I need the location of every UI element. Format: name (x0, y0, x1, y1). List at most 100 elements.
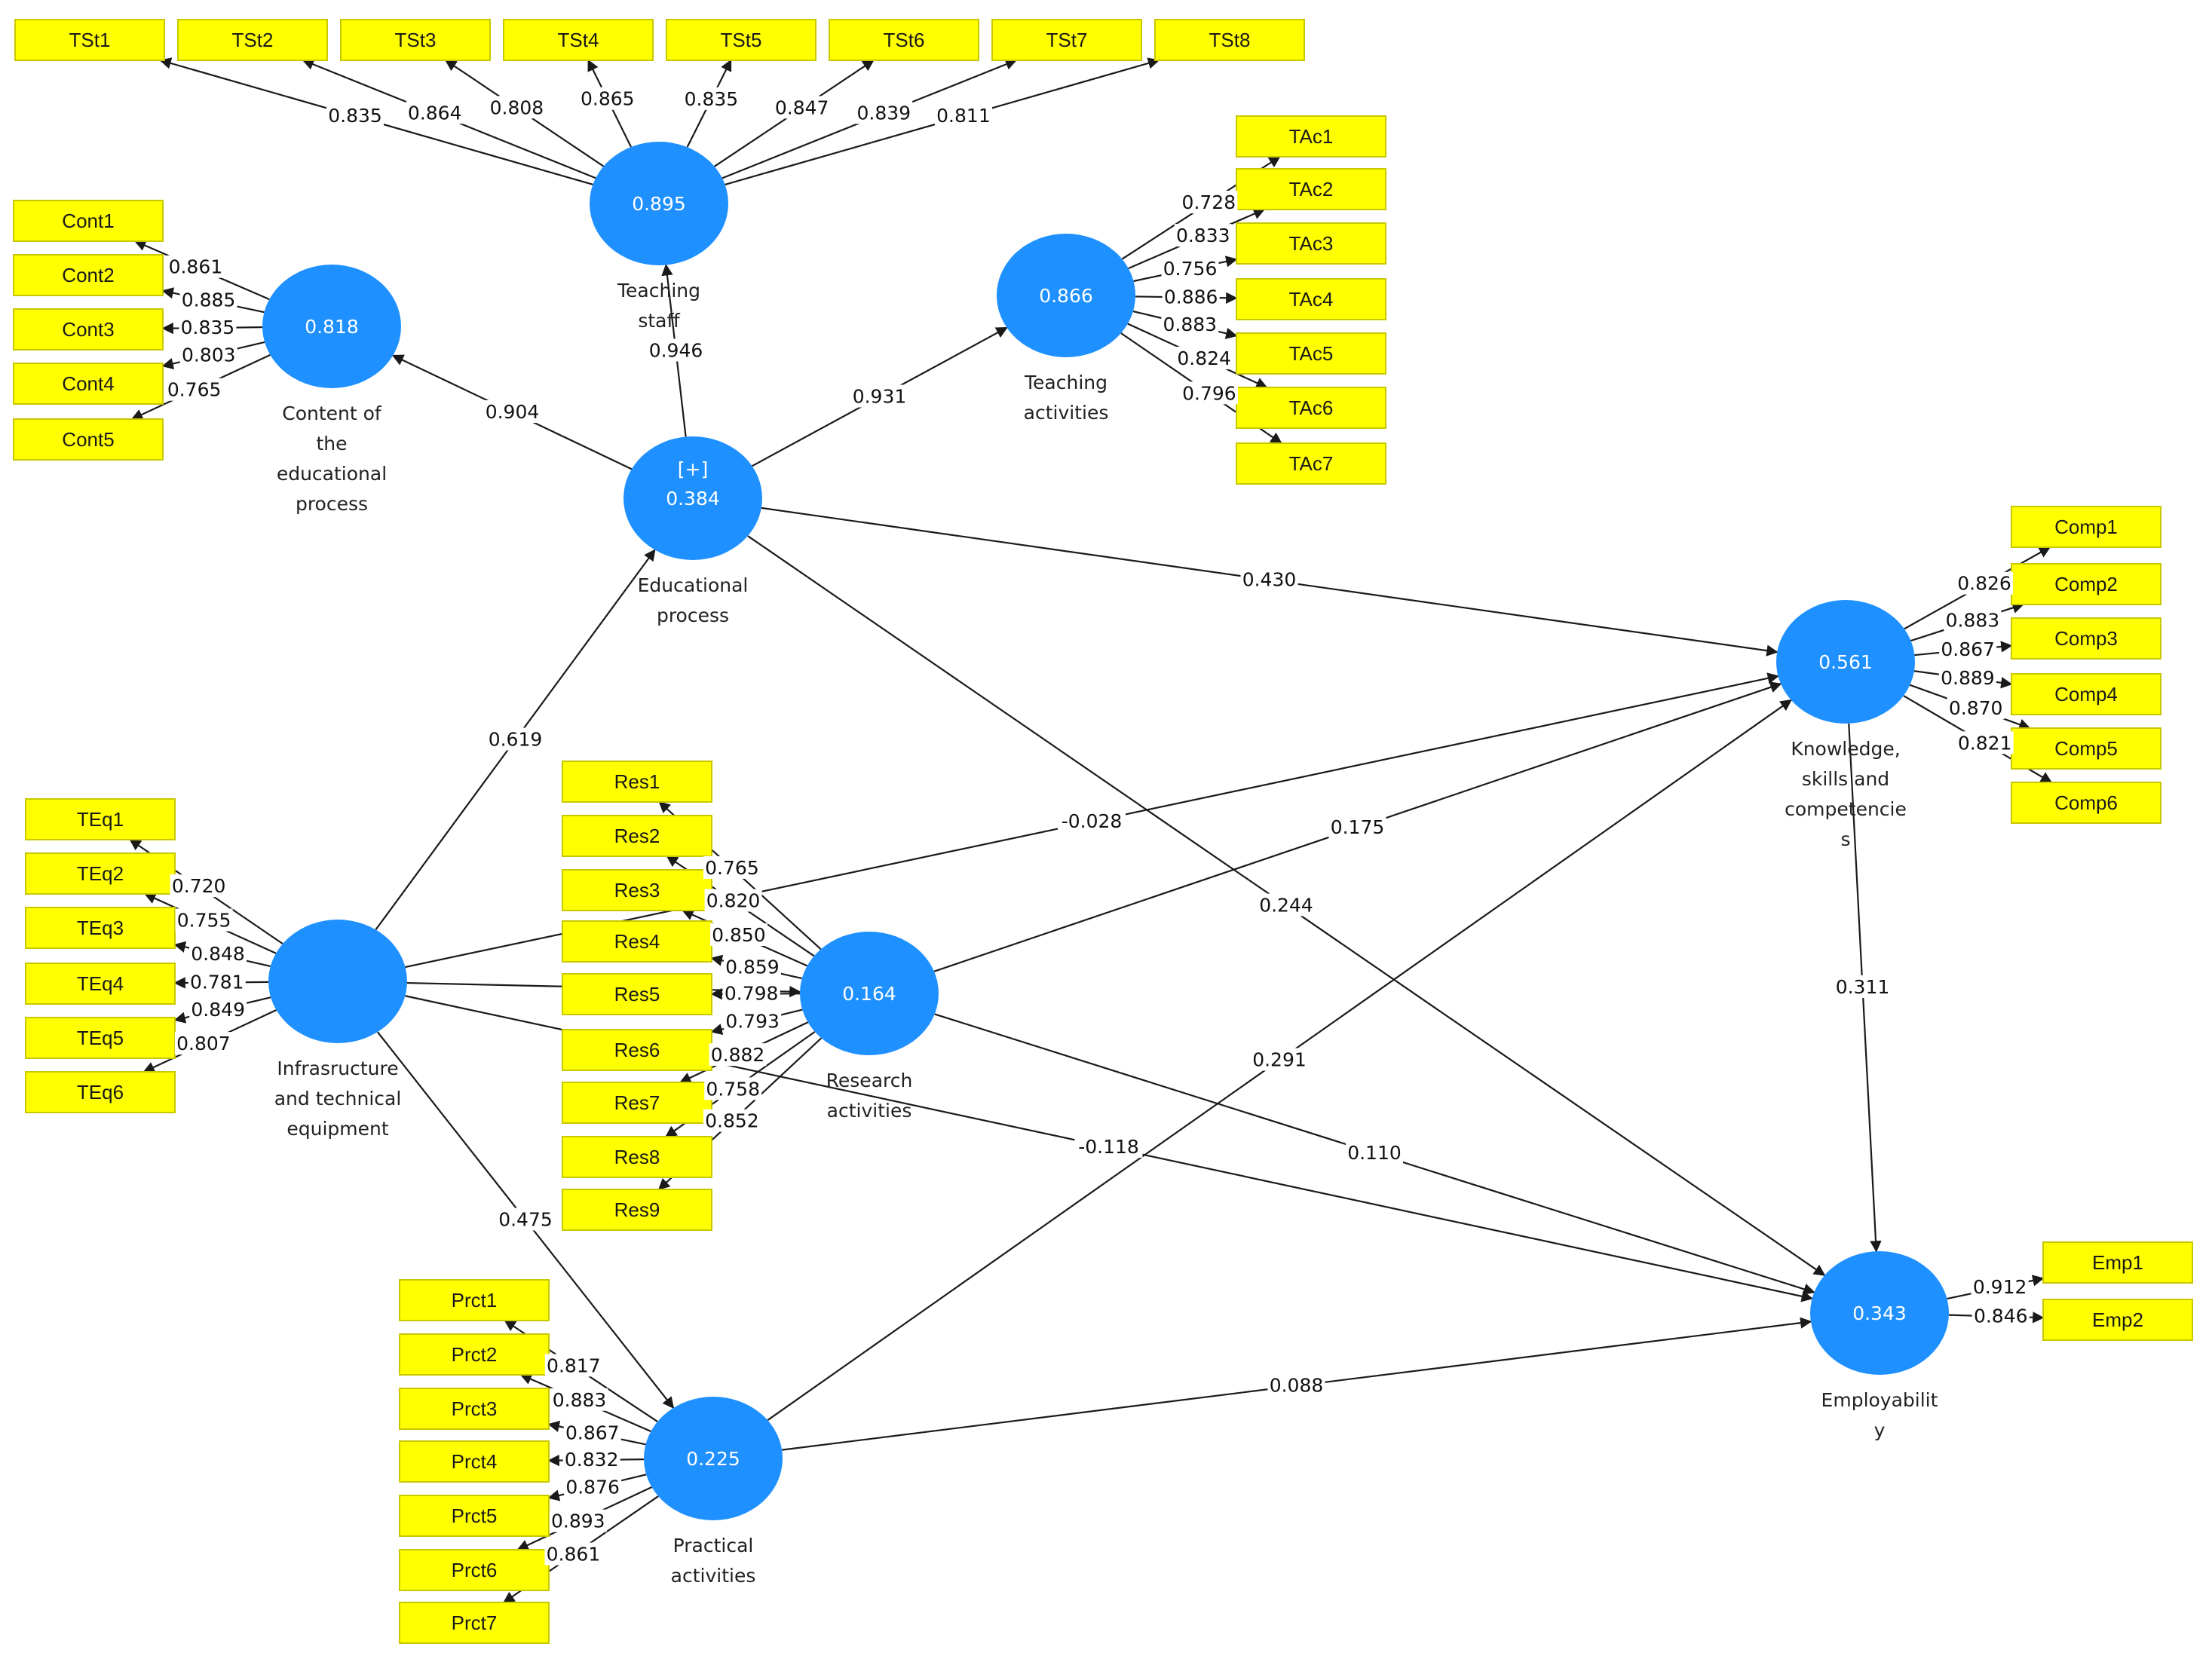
construct-r-squared: 0.164 (842, 983, 896, 1005)
loading-cont1: 0.861 (167, 255, 225, 278)
loading-teq1: 0.720 (170, 874, 228, 898)
path-coefficient-inf-pra: 0.475 (497, 1207, 554, 1231)
indicator-res9[interactable]: Res9 (562, 1189, 712, 1231)
loading-tac5-text: 0.883 (1163, 314, 1218, 335)
loading-tst1: 0.835 (326, 104, 384, 127)
indicator-comp1[interactable]: Comp1 (2011, 506, 2161, 548)
indicator-res4[interactable]: Res4 (562, 920, 712, 963)
construct-r-squared: 0.561 (1818, 651, 1873, 673)
loading-tac2: 0.833 (1174, 224, 1232, 247)
loading-cont3: 0.835 (179, 316, 237, 339)
loading-prct7-text: 0.861 (547, 1544, 601, 1566)
indicator-tst2[interactable]: TSt2 (177, 19, 328, 61)
indicator-tac7[interactable]: TAc7 (1236, 442, 1386, 485)
indicator-prct4[interactable]: Prct4 (399, 1440, 550, 1483)
indicator-label: Emp2 (2092, 1308, 2143, 1331)
indicator-prct5[interactable]: Prct5 (399, 1495, 550, 1537)
indicator-teq2[interactable]: TEq2 (25, 852, 176, 895)
indicator-tst4[interactable]: TSt4 (503, 19, 654, 61)
indicator-teq6[interactable]: TEq6 (25, 1071, 176, 1113)
indicator-tst8[interactable]: TSt8 (1154, 19, 1305, 61)
indicator-res1[interactable]: Res1 (562, 761, 712, 803)
indicator-res5[interactable]: Res5 (562, 973, 712, 1015)
indicator-tst3[interactable]: TSt3 (340, 19, 491, 61)
indicator-label: Cont2 (62, 264, 114, 286)
indicator-comp2[interactable]: Comp2 (2011, 563, 2161, 605)
indicator-tst5[interactable]: TSt5 (666, 19, 816, 61)
indicator-res7[interactable]: Res7 (562, 1082, 712, 1124)
indicator-tac3[interactable]: TAc3 (1236, 222, 1386, 265)
indicator-tac4[interactable]: TAc4 (1236, 278, 1386, 320)
indicator-prct2[interactable]: Prct2 (399, 1333, 550, 1376)
indicator-tst1[interactable]: TSt1 (14, 19, 165, 61)
construct-label-line: Employabilit (1821, 1389, 1938, 1411)
path-coefficient-inf-ep: 0.619 (486, 727, 544, 751)
indicator-res2[interactable]: Res2 (562, 815, 712, 857)
loading-res3: 0.850 (709, 923, 767, 947)
construct-label-line: educational (277, 463, 387, 485)
indicator-tac5[interactable]: TAc5 (1236, 332, 1386, 375)
construct-label-line: staff (638, 310, 680, 332)
indicator-teq3[interactable]: TEq3 (25, 907, 176, 949)
indicator-cont2[interactable]: Cont2 (13, 254, 164, 296)
indicator-res8[interactable]: Res8 (562, 1136, 712, 1178)
construct-ellipse[interactable] (623, 436, 762, 560)
indicator-tac6[interactable]: TAc6 (1236, 387, 1386, 429)
indicator-emp2[interactable]: Emp2 (2042, 1299, 2193, 1341)
indicator-label: TEq2 (77, 862, 124, 885)
loading-teq3-text: 0.848 (191, 943, 245, 965)
construct-label-line: Research (826, 1070, 913, 1091)
indicator-tac2[interactable]: TAc2 (1236, 168, 1386, 210)
construct-ellipse[interactable] (268, 920, 407, 1043)
construct-ellipse[interactable] (262, 265, 401, 388)
indicator-prct6[interactable]: Prct6 (399, 1549, 550, 1591)
indicator-prct3[interactable]: Prct3 (399, 1388, 550, 1430)
path-coefficient-ep-ts: 0.946 (647, 338, 705, 362)
loading-prct6-text: 0.893 (551, 1510, 605, 1532)
indicator-tst7[interactable]: TSt7 (991, 19, 1142, 61)
indicator-res3[interactable]: Res3 (562, 869, 712, 911)
construct-ellipse[interactable] (590, 142, 728, 265)
indicator-teq5[interactable]: TEq5 (25, 1017, 176, 1059)
indicator-prct1[interactable]: Prct1 (399, 1279, 550, 1321)
construct-ellipse[interactable] (644, 1397, 783, 1520)
indicator-cont3[interactable]: Cont3 (13, 308, 164, 350)
construct-ellipse[interactable] (997, 234, 1135, 357)
indicator-teq4[interactable]: TEq4 (25, 963, 176, 1005)
loading-res9: 0.852 (703, 1109, 761, 1132)
indicator-comp5[interactable]: Comp5 (2011, 727, 2161, 770)
indicator-comp4[interactable]: Comp4 (2011, 673, 2161, 715)
indicator-comp6[interactable]: Comp6 (2011, 782, 2161, 824)
path-coefficient-ep-cont: 0.904 (483, 400, 541, 423)
indicator-cont5[interactable]: Cont5 (13, 418, 164, 461)
indicator-tac1[interactable]: TAc1 (1236, 115, 1386, 158)
indicator-tst6[interactable]: TSt6 (829, 19, 979, 61)
loading-tst6: 0.847 (773, 96, 831, 119)
indicator-teq1[interactable]: TEq1 (25, 798, 176, 840)
indicator-prct7[interactable]: Prct7 (399, 1602, 550, 1644)
loading-prct7: 0.861 (544, 1542, 602, 1566)
path-coefficient-pra-ksc: 0.291 (1251, 1048, 1308, 1071)
construct-ellipse[interactable] (800, 932, 939, 1055)
indicator-cont1[interactable]: Cont1 (13, 200, 164, 242)
construct-ellipse[interactable] (1810, 1251, 1949, 1375)
indicator-emp1[interactable]: Emp1 (2042, 1241, 2193, 1284)
indicator-cont4[interactable]: Cont4 (13, 363, 164, 405)
loading-comp3-text: 0.867 (1941, 638, 1995, 660)
indicator-comp3[interactable]: Comp3 (2011, 617, 2161, 660)
indicator-label: Prct7 (452, 1611, 498, 1634)
indicator-res6[interactable]: Res6 (562, 1029, 712, 1071)
path-coefficient-inf-emp-text: -0.118 (1078, 1136, 1139, 1158)
loading-tst6-text: 0.847 (775, 96, 829, 118)
construct-ellipse[interactable] (1776, 600, 1915, 724)
